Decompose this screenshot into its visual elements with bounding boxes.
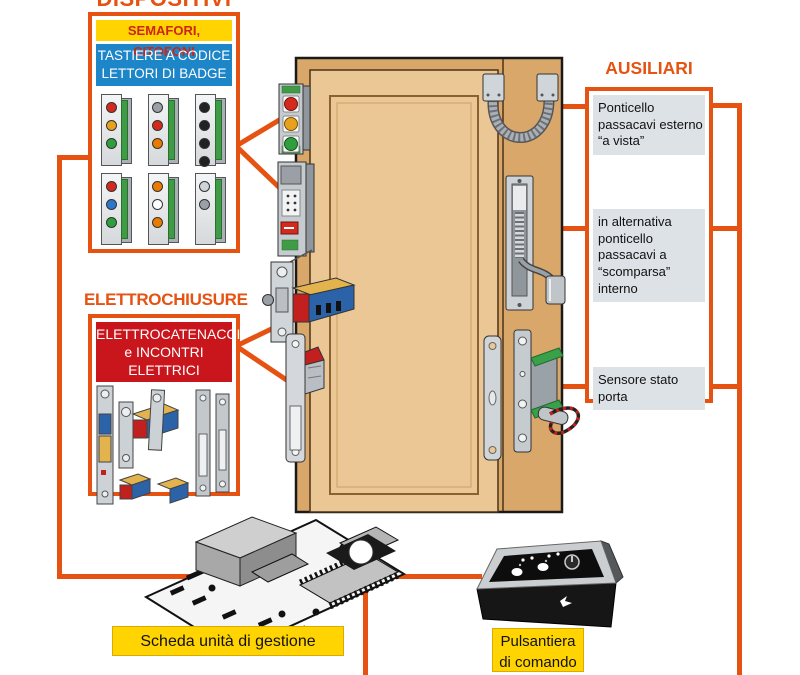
banner-elettrocatenacci: ELETTROCATENACCI e INCONTRI ELETTRICI — [96, 322, 241, 382]
cable-loop-external — [482, 73, 559, 143]
thumb-pannello-neutro — [193, 172, 229, 245]
connector-right-stub-3 — [710, 384, 742, 389]
banner-tastiere: TASTIERE A CODICE LETTORI DI BADGE — [96, 44, 232, 86]
badge-reader-device — [277, 161, 315, 257]
banner-semafori: SEMAFORI, CITOFONI — [96, 20, 232, 59]
banner-tastiere-line2: LETTORI DI BADGE — [101, 66, 227, 81]
label-scheda-gestione: Scheda unità di gestione — [112, 626, 344, 656]
connector-right-stub-1 — [710, 103, 742, 108]
connector-left-stub — [60, 155, 94, 160]
thumb-tastiera-a-codice — [193, 93, 229, 167]
thumb-semaforo-con-chiave — [99, 172, 135, 245]
device-thumbnails — [94, 90, 234, 248]
ausiliari-box: Ponticello passacavi esterno “a vista” i… — [585, 87, 713, 411]
thumb-lettore-badge — [146, 172, 182, 245]
semaforo-device — [278, 83, 311, 155]
banner-elettrocatenacci-line1: ELETTROCATENACCI — [96, 326, 241, 342]
electric-bolt-device — [262, 249, 356, 343]
connector-right-stub-2 — [710, 226, 742, 231]
cable-channel-internal — [505, 175, 566, 311]
electric-strike-device — [285, 333, 325, 463]
top-title-clipped: DISPOSITIVI — [88, 0, 240, 11]
label-ponticello-interno: in alternativa ponticello passacavi a “s… — [593, 209, 705, 303]
elettrochiusure-title: ELETTROCHIUSURE — [84, 290, 248, 309]
ausiliari-title: AUSILIARI — [605, 58, 693, 78]
label-pulsantiera: Pulsantiera di comando — [492, 628, 584, 672]
thumb-citofono — [146, 93, 182, 166]
label-pulsantiera-line2: di comando — [499, 654, 577, 671]
banner-elettrocatenacci-line2: e INCONTRI ELETTRICI — [124, 344, 204, 378]
connector-bottom-drop — [363, 576, 368, 675]
label-sensore-stato-porta: Sensore stato porta — [593, 367, 705, 411]
control-board-illustration — [143, 516, 407, 654]
label-ponticello-esterno: Ponticello passacavi esterno “a vista” — [593, 95, 705, 155]
connector-right-vertical — [737, 103, 742, 675]
door-state-sensor — [483, 329, 580, 461]
connector-left-vertical — [57, 155, 62, 579]
thumb-semaforo-rosso-giallo-verde — [99, 93, 135, 166]
connector-ausiliari-stub-1 — [546, 104, 588, 109]
top-title-text: DISPOSITIVI — [88, 0, 240, 11]
banner-tastiere-line1: TASTIERE A CODICE — [97, 48, 231, 63]
connector-ausiliari-stub-3 — [548, 384, 588, 389]
label-pulsantiera-line1: Pulsantiera — [500, 633, 576, 650]
elettrochiusure-box: ELETTROCATENACCI e INCONTRI ELETTRICI — [88, 314, 241, 505]
push-button-console-illustration — [476, 540, 624, 628]
locks-illustration — [96, 385, 230, 505]
